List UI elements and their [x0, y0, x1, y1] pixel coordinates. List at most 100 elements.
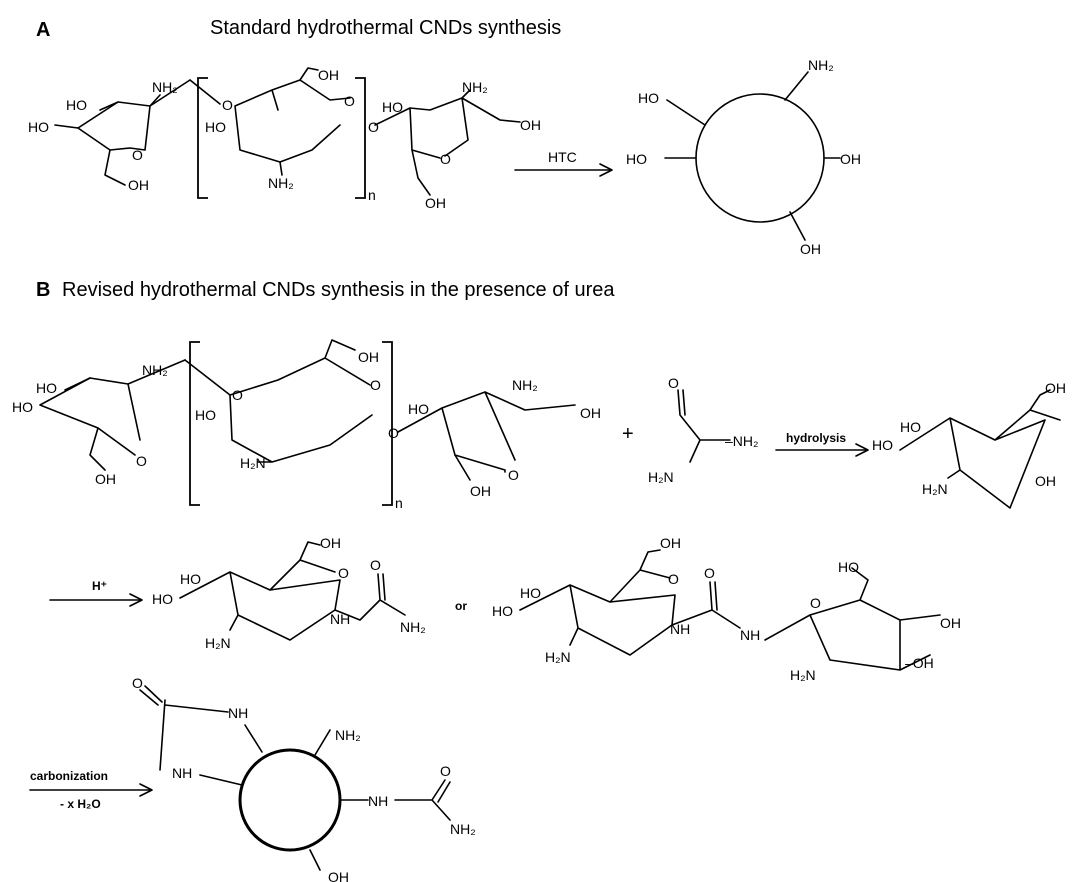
h2n-label: H₂N: [205, 635, 231, 651]
oh-label: OH: [470, 483, 491, 499]
nh2-label: NH₂: [450, 821, 476, 837]
ho-label: HO: [12, 399, 33, 415]
ho-label: HO: [66, 97, 87, 113]
htc-arrow: HTC: [514, 149, 613, 177]
carbonization-arrow: carbonization - x H₂O: [29, 769, 153, 811]
o-label: O: [440, 151, 451, 167]
chitosan-left-ring: HO HO NH₂ O OH: [28, 79, 191, 193]
nh-label: NH: [172, 765, 192, 781]
o-label: O: [136, 453, 147, 469]
nh-label: NH: [670, 621, 690, 637]
o-label: O: [370, 377, 381, 393]
ho-label: HO: [382, 99, 403, 115]
o-label: O: [668, 375, 679, 391]
panel-b-title: Revised hydrothermal CNDs synthesis in t…: [62, 279, 615, 301]
ho-label: HO: [180, 571, 201, 587]
o-label: O: [132, 147, 143, 163]
h2n-label: H₂N: [790, 667, 816, 683]
ho-label: HO: [520, 585, 541, 601]
o-label: O: [222, 97, 233, 113]
ho-label: HO: [28, 119, 49, 135]
plus-sign: +: [622, 423, 634, 445]
repeat-n: n: [395, 495, 403, 511]
carbonization-label: carbonization: [30, 769, 108, 783]
nh-label: NH: [330, 611, 350, 627]
repeat-n: n: [368, 187, 376, 203]
nh2-label: NH₂: [400, 619, 426, 635]
bis-ureido-product: HO HO OH O H₂N NH O NH O HO OH –OH H₂N: [492, 535, 961, 683]
o-label: O: [810, 595, 821, 611]
htc-label: HTC: [548, 149, 577, 165]
o-label: O: [704, 565, 715, 581]
o-label: O: [338, 565, 349, 581]
o-label: O: [132, 675, 143, 691]
o-label: O: [440, 763, 451, 779]
o-label: O: [370, 557, 381, 573]
or-label: or: [455, 599, 467, 613]
oh-label: OH: [320, 535, 341, 551]
nh2-label: NH₂: [142, 362, 168, 378]
nh2-label: NH₂: [152, 79, 178, 95]
cnd-dot-b: O NH NH NH₂ NH O NH₂ OH: [132, 675, 476, 882]
panel-b: B Revised hydrothermal CNDs synthesis in…: [12, 279, 1066, 882]
panel-a-letter: A: [36, 19, 50, 41]
oh-label: OH: [358, 349, 379, 365]
oh-label: OH: [1035, 473, 1056, 489]
hydrolysis-arrow: hydrolysis: [775, 431, 869, 457]
ho-label: HO: [638, 90, 659, 106]
o-label: O: [668, 571, 679, 587]
h2n-label: H₂N: [240, 455, 266, 471]
ho-label: HO: [408, 401, 429, 417]
h2n-label: H₂N: [545, 649, 571, 665]
hydrolysis-label: hydrolysis: [786, 431, 846, 445]
ho-label: HO: [492, 603, 513, 619]
panel-a: A Standard hydrothermal CNDs synthesis H…: [28, 17, 861, 257]
o-label: O: [368, 119, 379, 135]
oh-label: OH: [940, 615, 961, 631]
oh-label: OH: [318, 67, 339, 83]
oh-label: OH: [1045, 380, 1066, 396]
oh-label: OH: [660, 535, 681, 551]
oh-label: OH: [840, 151, 861, 167]
nh-label: NH: [740, 627, 760, 643]
oh-label: OH: [520, 117, 541, 133]
acid-arrow: H⁺: [49, 579, 143, 607]
h2n-label: H₂N: [648, 469, 674, 485]
h2n-label: H₂N: [922, 481, 948, 497]
oh-label: OH: [128, 177, 149, 193]
o-label: O: [508, 467, 519, 483]
o-label: O: [232, 387, 243, 403]
oh-label: OH: [425, 195, 446, 211]
ho-label: HO: [205, 119, 226, 135]
ho-label: HO: [900, 419, 921, 435]
chitosan-b-right-ring: O HO NH₂ OH O OH: [388, 377, 601, 499]
water-loss-label: - x H₂O: [60, 797, 101, 811]
panel-a-title: Standard hydrothermal CNDs synthesis: [210, 17, 561, 39]
ho-label: HO: [152, 591, 173, 607]
oh-label: –OH: [905, 655, 934, 671]
ho-label: HO: [626, 151, 647, 167]
ho-label: HO: [838, 559, 859, 575]
panel-b-letter: B: [36, 279, 50, 301]
ho-label: HO: [36, 380, 57, 396]
nh-label: NH: [228, 705, 248, 721]
oh-label: OH: [95, 471, 116, 487]
urea-molecule: O –NH₂ H₂N: [648, 375, 758, 485]
nh2-label: NH₂: [335, 727, 361, 743]
o-label: O: [388, 425, 399, 441]
acid-label: H⁺: [92, 579, 107, 593]
ho-label: HO: [195, 407, 216, 423]
chitosan-repeat-unit: n O OH O HO NH₂: [189, 67, 376, 203]
chitosan-b-repeat-unit: n O OH O HO H₂N: [184, 339, 403, 511]
chitosan-b-left-ring: HO HO NH₂ O OH: [12, 359, 186, 487]
nh2-label: NH₂: [268, 175, 294, 191]
oh-label: OH: [800, 241, 821, 257]
glucosamine-monomer: HO HO OH OH H₂N: [872, 380, 1066, 509]
nh2-label: NH₂: [462, 79, 488, 95]
ho-label: HO: [872, 437, 893, 453]
nh-label: NH: [368, 793, 388, 809]
oh-label: OH: [580, 405, 601, 421]
chitosan-right-ring: O HO NH₂ OH O OH: [368, 79, 541, 211]
oh-label: OH: [328, 869, 349, 882]
